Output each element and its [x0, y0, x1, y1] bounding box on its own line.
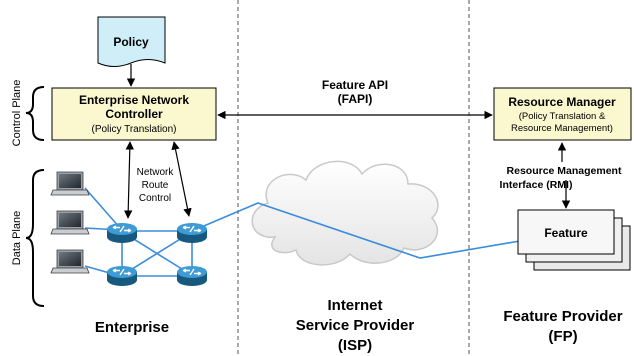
data-plane-brace [25, 169, 45, 307]
feature-box [517, 209, 615, 255]
route-control-arrow-left [124, 141, 134, 219]
section-isp-1: Internet [327, 297, 382, 314]
section-fp-2: (FP) [548, 328, 577, 345]
resource-manager-sub-1: (Policy Translation & [519, 111, 606, 122]
resource-manager-title: Resource Manager [508, 95, 616, 109]
policy-document [97, 16, 166, 67]
route-control-arrow-right [171, 141, 192, 217]
route-control-label-3: Control [139, 193, 171, 204]
router-icon [106, 222, 138, 244]
enterprise-controller-box [51, 87, 217, 141]
control-plane-brace [25, 86, 45, 141]
enterprise-controller-title-1: Enterprise Network [79, 93, 189, 107]
rmi-label-1: Resource Management [507, 165, 622, 177]
feature-api-label: Feature API [322, 78, 388, 92]
resource-manager-box [493, 87, 632, 141]
section-isp-3: (ISP) [338, 337, 372, 354]
enterprise-controller-subtitle: (Policy Translation) [91, 124, 176, 135]
route-control-label-1: Network [137, 167, 175, 178]
laptop-icon [50, 249, 90, 274]
internet-cloud [251, 160, 439, 266]
router-icon [106, 265, 138, 287]
route-control-label-2: Route [142, 180, 169, 191]
section-enterprise: Enterprise [95, 319, 169, 336]
feature-label: Feature [544, 226, 588, 240]
laptop-icon [50, 210, 90, 235]
router-icon [176, 265, 208, 287]
fapi-label: (FAPI) [338, 92, 373, 106]
rmi-label-2: Interface (RMI) [500, 179, 573, 191]
policy-label: Policy [113, 35, 149, 49]
data-plane-label: Data Plane [11, 211, 23, 265]
control-plane-label: Control Plane [11, 80, 23, 147]
section-fp-1: Feature Provider [503, 308, 622, 325]
router-icon [176, 222, 208, 244]
enterprise-controller-title-2: Controller [105, 107, 163, 121]
resource-manager-sub-2: Resource Management) [511, 123, 613, 134]
section-isp-2: Service Provider [296, 317, 415, 334]
laptop-icon [50, 171, 90, 196]
